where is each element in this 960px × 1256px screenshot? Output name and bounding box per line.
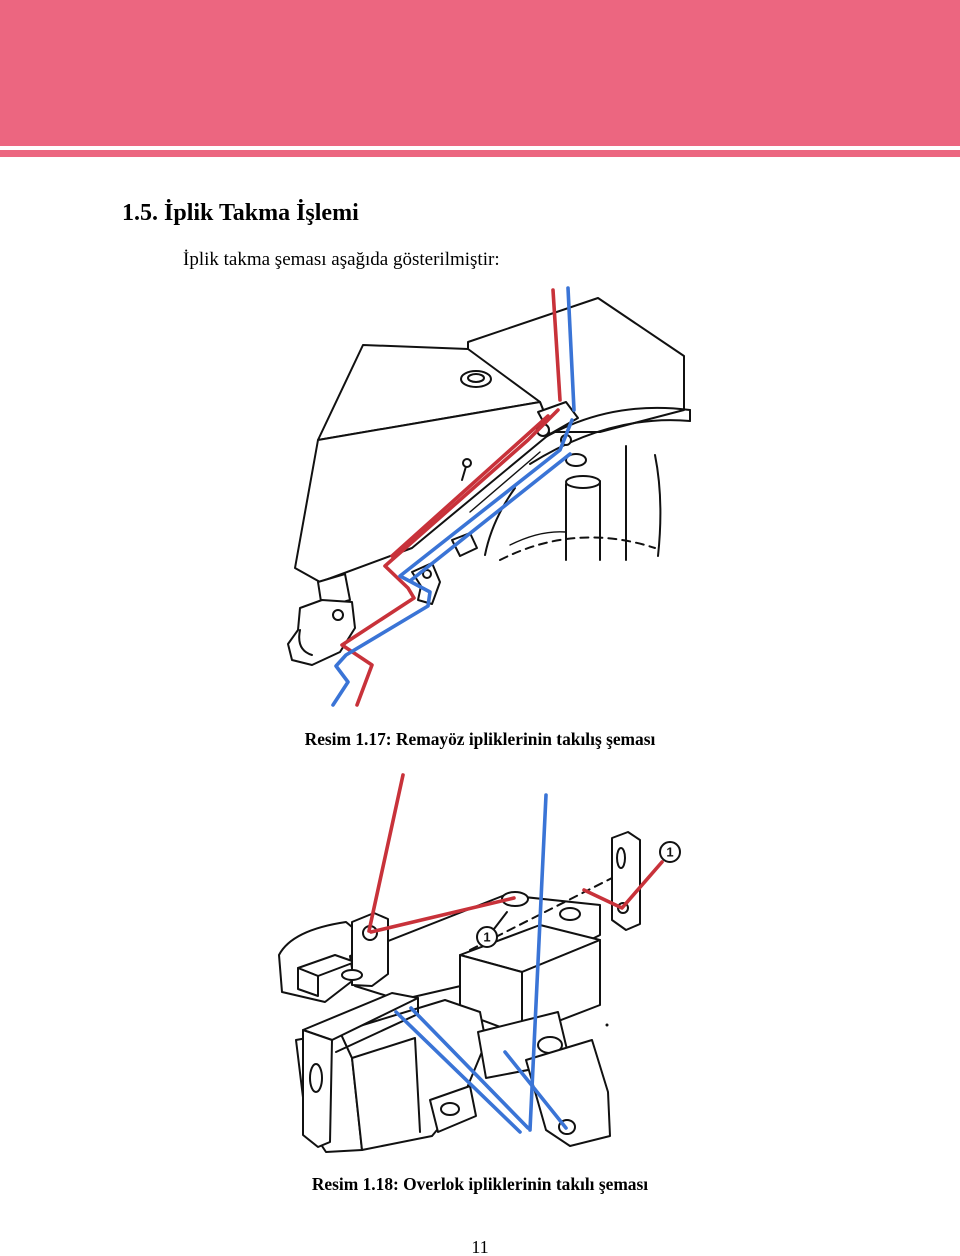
left-housing-box-front — [297, 967, 319, 997]
blue-thread-return — [408, 452, 572, 583]
remayoz-threads — [331, 286, 576, 707]
remayoz-machine-drawing — [287, 297, 691, 666]
marker-leader-left — [493, 911, 508, 930]
drawing-dot — [605, 1023, 609, 1027]
thread-guide-rod — [469, 451, 541, 513]
marker-right-label: 1 — [666, 845, 673, 860]
red-thread-supply — [367, 773, 405, 933]
looper-arm-lower-edge — [529, 419, 691, 465]
marker-right: 1 — [659, 841, 681, 863]
tension-unit-middle — [565, 453, 587, 467]
eyelet-bracket-right-slot — [616, 847, 626, 869]
top-plate-hole — [559, 907, 581, 921]
blue-thread-path — [331, 418, 574, 707]
guide-block-side — [521, 939, 601, 1036]
marker-right-circle — [659, 841, 681, 863]
lower-lug-hole — [440, 1102, 460, 1116]
blue-thread-lower-b — [409, 1006, 530, 1130]
figure-remayoz-threading-diagram — [287, 286, 691, 707]
figure-overlock-threading-diagram: 1 1 — [278, 773, 681, 1153]
red-thread-supply — [551, 288, 562, 402]
figure-caption-2: Resim 1.18: Overlok ipliklerinin takılı … — [311, 1174, 649, 1194]
column-center-top — [565, 475, 601, 489]
section-title: 1.5. İplik Takma İşlemi — [122, 200, 359, 226]
l-bracket-slot — [309, 1063, 323, 1093]
housing-top-hole-inner — [467, 373, 485, 383]
blue-thread-lower-c — [503, 1050, 568, 1130]
marker-left-circle — [476, 926, 498, 948]
housing-lever-knob — [462, 458, 472, 468]
column-right-curve — [654, 454, 662, 557]
red-thread-cross — [369, 896, 516, 934]
looper-plate — [525, 1039, 611, 1147]
thread-route-dashed — [469, 877, 613, 951]
section-intro: İplik takma şeması aşağıda gösterilmişti… — [183, 249, 500, 270]
header-band — [0, 0, 960, 146]
presser-foot-toe — [298, 629, 313, 656]
eyelet-bracket-nut — [341, 969, 363, 981]
figure-caption-1: Resim 1.17: Remayöz ipliklerinin takılış… — [304, 729, 656, 749]
base-body-edge — [351, 1037, 421, 1133]
marker-left: 1 — [476, 926, 498, 948]
red-thread-path — [340, 408, 560, 707]
blue-thread-supply — [528, 793, 548, 1132]
marker-left-label: 1 — [483, 930, 490, 945]
blue-thread-lower-a — [394, 1010, 522, 1134]
base-plate-grain — [499, 536, 656, 561]
red-thread-return — [390, 414, 550, 558]
page-number: 11 — [471, 1237, 489, 1256]
header-rule — [0, 150, 960, 157]
eyelet-bracket-right — [611, 831, 641, 931]
base-plate-edge — [484, 487, 516, 556]
housing-front-face — [294, 401, 553, 583]
thread-guide-lower-eye — [422, 569, 432, 579]
presser-foot-screw — [332, 609, 344, 621]
overlock-threads — [367, 773, 664, 1134]
red-thread-right — [582, 860, 664, 910]
blue-thread-supply — [566, 286, 576, 412]
overlock-mechanism-drawing — [278, 831, 641, 1153]
thread-guide-middle — [451, 532, 478, 557]
base-plate-line — [509, 531, 567, 546]
